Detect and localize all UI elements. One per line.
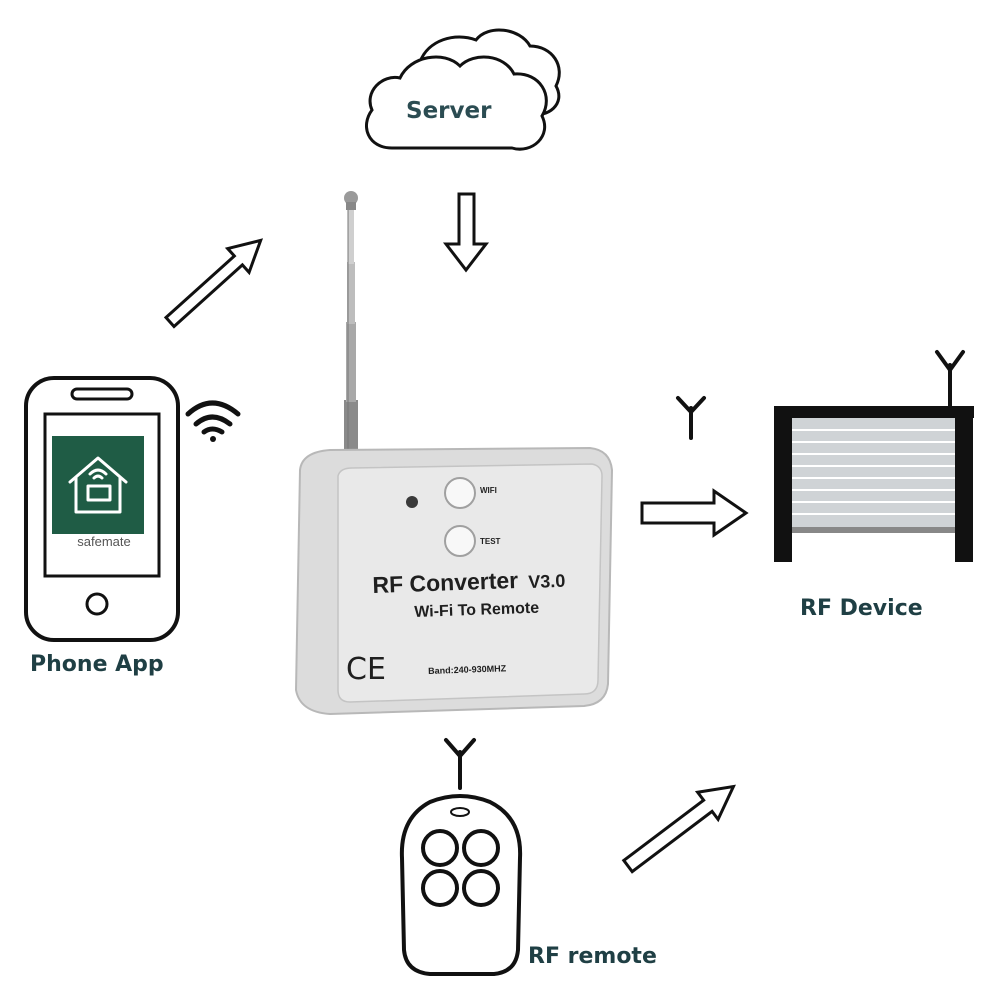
server-label: Server — [406, 98, 492, 124]
remote-icon — [399, 794, 523, 976]
rf-remote-label: RF remote — [528, 944, 657, 969]
rf-device-label: RF Device — [800, 596, 923, 621]
converter-title: RF Converter — [372, 566, 519, 598]
wifi-button-shape — [444, 477, 476, 509]
ce-mark: CE — [346, 652, 386, 687]
arrow-up-right-icon — [163, 238, 264, 329]
converter-version: V3.0 — [528, 570, 566, 592]
rf-converter-device — [294, 446, 614, 716]
test-button-shape — [444, 525, 476, 557]
test-button-label: TEST — [480, 537, 501, 546]
phone-app-label: Phone App — [30, 652, 164, 677]
antenna-icon — [676, 396, 706, 440]
wifi-icon — [185, 400, 241, 442]
arrow-up-right-icon-2 — [621, 784, 736, 874]
arrow-right-icon — [640, 488, 749, 538]
shutter-device-icon — [774, 350, 974, 562]
app-name: safemate — [77, 534, 131, 549]
remote-antenna-icon — [444, 738, 476, 790]
house-icon — [68, 456, 128, 514]
phone-icon — [24, 376, 180, 642]
converter-antenna — [344, 191, 358, 460]
cloud-icon — [365, 28, 561, 151]
status-led — [406, 496, 418, 508]
wifi-button-label: WIFI — [480, 486, 497, 495]
arrow-down-icon — [442, 192, 490, 273]
